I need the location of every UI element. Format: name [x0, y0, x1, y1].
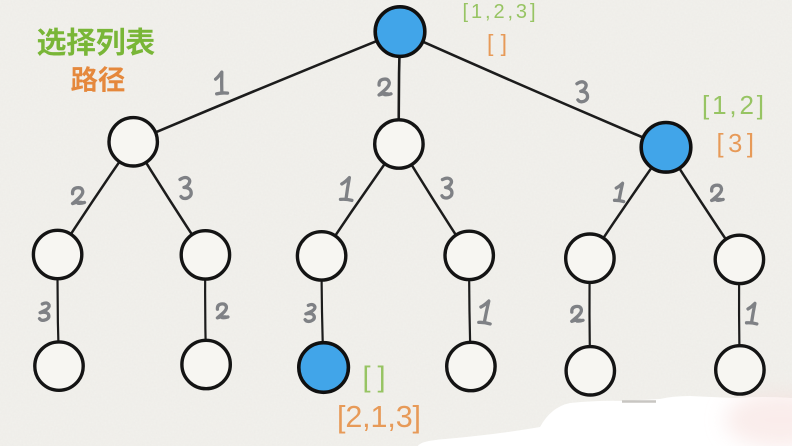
svg-text:[2,1,3]: [2,1,3]	[337, 400, 421, 434]
svg-text:[3]: [3]	[717, 130, 755, 158]
svg-text:[1,2]: [1,2]	[702, 90, 764, 120]
svg-text:[1,2,3]: [1,2,3]	[463, 1, 536, 23]
